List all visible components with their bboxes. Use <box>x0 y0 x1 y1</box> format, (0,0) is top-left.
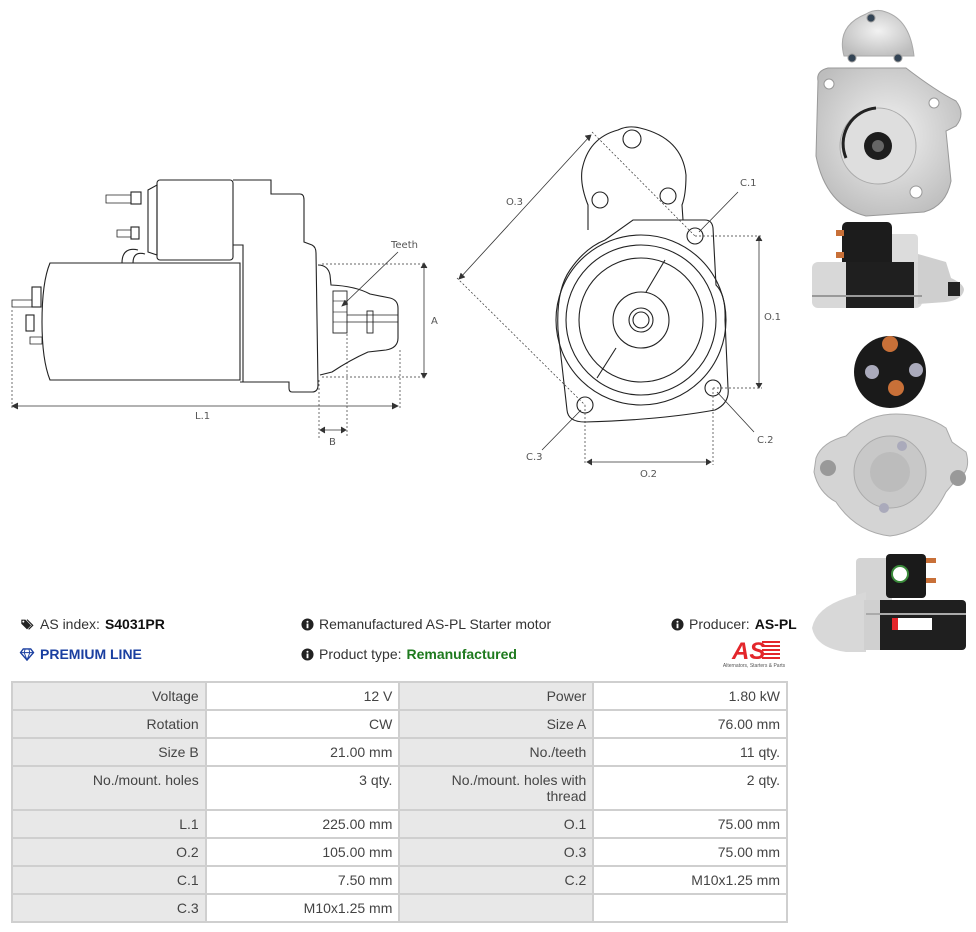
spec-value: 11 qty. <box>592 737 788 767</box>
side-view-drawing: Teeth A L.1 B <box>0 170 440 450</box>
spec-value: 76.00 mm <box>592 709 788 739</box>
o1-label: O.1 <box>764 312 781 323</box>
spec-value: 21.00 mm <box>204 737 401 767</box>
rear-photo[interactable] <box>806 332 972 542</box>
c3-label: C.3 <box>526 452 543 463</box>
spec-value: M10x1.25 mm <box>204 893 401 923</box>
spec-value: 105.00 mm <box>204 837 401 867</box>
logo-tagline: Alternators, Starters & Parts <box>722 663 786 669</box>
c1-label: C.1 <box>740 178 757 189</box>
spec-value: 1.80 kW <box>592 681 788 711</box>
product-type-label: Product type: <box>319 646 402 662</box>
l1-label: L.1 <box>195 411 210 422</box>
spec-value: 3 qty. <box>204 765 401 811</box>
product-description: Remanufactured AS-PL Starter motor <box>301 616 551 632</box>
producer-value: AS-PL <box>754 616 797 632</box>
info-icon <box>301 647 314 661</box>
product-type-value: Remanufactured <box>406 646 517 662</box>
spec-label: C.1 <box>11 865 207 895</box>
size-b-label: B <box>329 437 336 448</box>
table-row: Size B 21.00 mm No./teeth 11 qty. <box>11 737 788 767</box>
spec-value: M10x1.25 mm <box>592 865 788 895</box>
spec-value: 7.50 mm <box>204 865 401 895</box>
spec-label: No./teeth <box>398 737 595 767</box>
tags-icon <box>21 618 34 630</box>
o3-label: O.3 <box>506 197 523 208</box>
spec-label: Voltage <box>11 681 207 711</box>
description-text: Remanufactured AS-PL Starter motor <box>319 616 552 632</box>
spec-value-empty <box>592 893 788 923</box>
spec-label: C.2 <box>398 865 595 895</box>
table-row: No./mount. holes 3 qty. No./mount. holes… <box>11 765 788 811</box>
as-logo-mark: AS <box>731 638 780 665</box>
table-row: Voltage 12 V Power 1.80 kW <box>11 681 788 711</box>
as-index-label: AS index: <box>40 616 100 632</box>
spec-value: 12 V <box>204 681 401 711</box>
spec-label: Size B <box>11 737 207 767</box>
spec-label: No./mount. holes <box>11 765 207 811</box>
spec-label: O.2 <box>11 837 207 867</box>
as-pl-logo: AS Alternators, Starters & Parts <box>714 638 794 672</box>
svg-text:AS: AS <box>731 638 765 662</box>
premium-line-label: PREMIUM LINE <box>40 646 142 662</box>
table-row: C.3 M10x1.25 mm <box>11 893 788 923</box>
front-view-drawing: O.3 C.1 O.1 C.2 C.3 O.2 <box>450 120 790 480</box>
spec-value: 75.00 mm <box>592 809 788 839</box>
premium-line: PREMIUM LINE <box>19 646 142 662</box>
producer-label: Producer: <box>689 616 750 632</box>
product-type: Product type: Remanufactured <box>301 646 517 662</box>
as-index-value: S4031PR <box>104 616 165 632</box>
spec-label: C.3 <box>11 893 207 923</box>
spec-value: 2 qty. <box>592 765 788 811</box>
front-flange-photo[interactable] <box>806 6 972 218</box>
c2-label: C.2 <box>757 435 774 446</box>
spec-value: 75.00 mm <box>592 837 788 867</box>
spec-label: Size A <box>398 709 595 739</box>
diamond-icon <box>19 647 35 661</box>
info-icon <box>671 617 684 631</box>
side-photo-1[interactable] <box>806 218 972 322</box>
table-row: C.1 7.50 mm C.2 M10x1.25 mm <box>11 865 788 895</box>
spec-value: CW <box>204 709 401 739</box>
side-photo-2[interactable] <box>806 548 972 662</box>
spec-label: Rotation <box>11 709 207 739</box>
table-row: L.1 225.00 mm O.1 75.00 mm <box>11 809 788 839</box>
as-index: AS index: S4031PR <box>19 616 165 632</box>
spec-label: No./mount. holes with thread <box>398 765 595 811</box>
spec-label: Power <box>398 681 595 711</box>
spec-label: L.1 <box>11 809 207 839</box>
specs-table: Voltage 12 V Power 1.80 kW Rotation CW S… <box>11 681 788 923</box>
spec-label: O.1 <box>398 809 595 839</box>
size-a-label: A <box>431 316 438 327</box>
spec-value: 225.00 mm <box>204 809 401 839</box>
table-row: O.2 105.00 mm O.3 75.00 mm <box>11 837 788 867</box>
spec-label: O.3 <box>398 837 595 867</box>
spec-label-empty <box>398 893 595 923</box>
producer: Producer: AS-PL <box>671 616 797 632</box>
o2-label: O.2 <box>640 469 657 480</box>
info-icon <box>301 617 314 631</box>
teeth-label: Teeth <box>390 240 418 251</box>
table-row: Rotation CW Size A 76.00 mm <box>11 709 788 739</box>
